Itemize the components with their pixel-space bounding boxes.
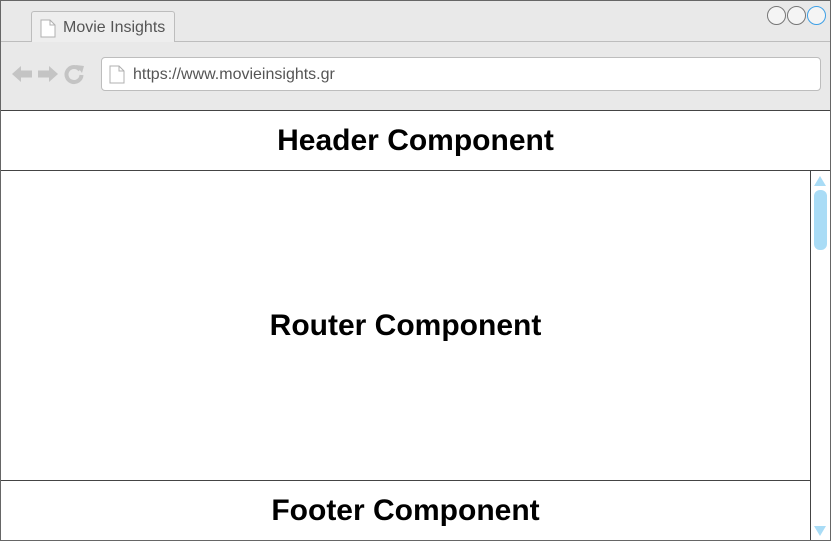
scroll-up-arrow-icon[interactable] — [814, 176, 826, 186]
forward-button[interactable] — [37, 63, 59, 85]
window-controls — [767, 6, 826, 25]
arrow-left-icon — [12, 66, 32, 82]
router-component: Router Component — [1, 171, 811, 481]
back-button[interactable] — [11, 63, 33, 85]
tab-strip-divider — [1, 41, 830, 42]
maximize-button[interactable] — [787, 6, 806, 25]
browser-chrome: Movie Insights — [1, 1, 830, 111]
minimize-button[interactable] — [767, 6, 786, 25]
tab-title: Movie Insights — [63, 19, 166, 36]
header-component-label: Header Component — [277, 123, 554, 157]
close-button[interactable] — [807, 6, 826, 25]
footer-component: Footer Component — [1, 481, 811, 540]
reload-button[interactable] — [63, 63, 85, 85]
scroll-down-arrow-icon[interactable] — [814, 526, 826, 536]
footer-component-label: Footer Component — [271, 493, 540, 527]
browser-tab[interactable]: Movie Insights — [31, 11, 175, 42]
address-bar[interactable]: https://www.movieinsights.gr — [101, 57, 821, 91]
document-icon — [109, 65, 125, 89]
url-text: https://www.movieinsights.gr — [133, 66, 335, 83]
router-component-label: Router Component — [269, 308, 542, 342]
document-icon — [40, 19, 56, 43]
header-component: Header Component — [1, 111, 830, 171]
scroll-thumb[interactable] — [814, 190, 827, 250]
reload-icon — [64, 65, 84, 85]
navigation-buttons — [11, 63, 85, 85]
arrow-right-icon — [38, 66, 58, 82]
vertical-scrollbar[interactable] — [811, 171, 830, 540]
